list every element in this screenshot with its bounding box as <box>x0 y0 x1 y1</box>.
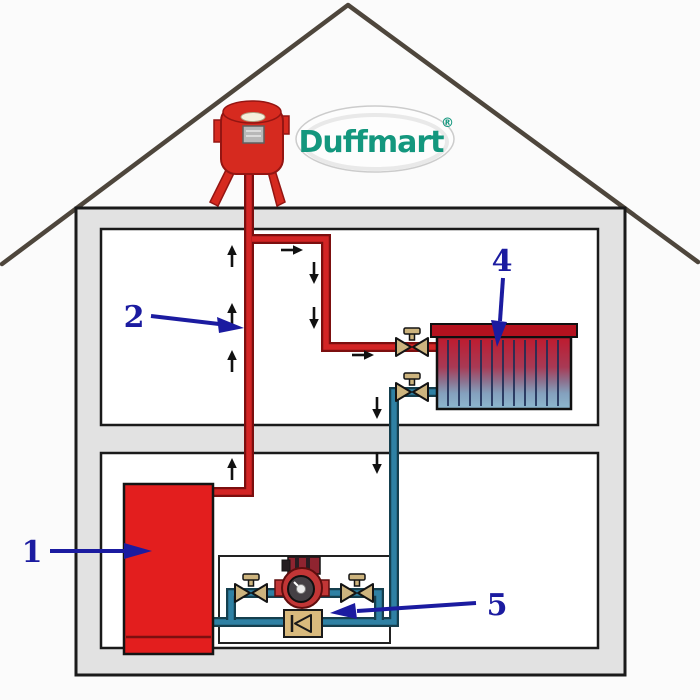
check-valve-icon <box>283 609 323 638</box>
brand-logo: Duffmart ® <box>295 105 455 173</box>
boiler-icon <box>122 482 215 656</box>
brand-logo-text: Duffmart <box>298 125 444 160</box>
supply-pipe <box>213 168 437 497</box>
circulation-pump-icon <box>274 556 330 609</box>
registered-trademark-icon: ® <box>441 116 454 131</box>
callout-number-boiler: 1 <box>22 535 43 570</box>
expansion-tank-icon <box>208 100 290 208</box>
roof-outline <box>0 2 700 267</box>
radiator-fins <box>447 340 559 406</box>
callout-number-supply-riser: 2 <box>124 300 145 335</box>
callout-arrows <box>50 277 507 619</box>
callout-arrow-radiator <box>498 277 505 322</box>
callout-arrow-pump-group <box>356 601 477 613</box>
tank-label-oval <box>240 112 266 122</box>
callout-arrow-supply-riser <box>150 314 220 326</box>
callout-number-pump-group: 5 <box>487 588 508 623</box>
radiator-icon <box>430 323 578 411</box>
callout-number-radiator: 4 <box>492 244 513 279</box>
tank-nameplate <box>242 125 265 144</box>
